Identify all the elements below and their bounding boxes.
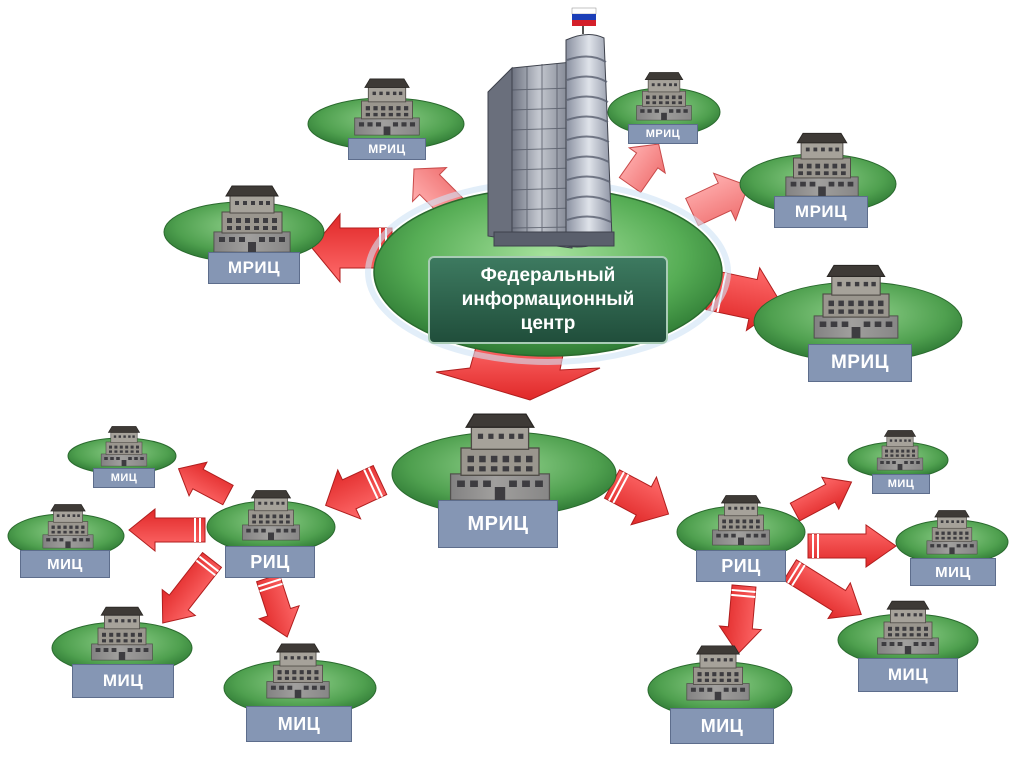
- building-icon: [242, 490, 300, 541]
- arrow-ric-right-to-mic-top: [789, 476, 853, 522]
- ric-label-left: РИЦ: [225, 546, 315, 578]
- arrow-ric-right-to-mic-bottom-right: [782, 559, 862, 620]
- arrow-ric-right-to-mic-bottom: [718, 584, 763, 655]
- mic-label-1: МИЦ: [93, 468, 155, 488]
- federal-center-line-2: информационный: [461, 289, 635, 310]
- mic-label-7: МИЦ: [858, 658, 958, 692]
- building-icon: [686, 645, 750, 701]
- mric-label-right: МРИЦ: [774, 196, 868, 228]
- mic-label-6: МИЦ: [910, 558, 996, 586]
- building-icon: [449, 413, 551, 501]
- mric-label-left: МРИЦ: [208, 252, 300, 284]
- arrow-mric-to-ric-left: [324, 464, 388, 520]
- arrows: [128, 143, 897, 655]
- mic-label-2: МИЦ: [20, 550, 110, 578]
- mric-label-upper-right: МРИЦ: [628, 124, 698, 144]
- arrow-ric-right-to-mic-right: [807, 524, 897, 568]
- building-icon: [42, 504, 94, 549]
- mic-label-5: МИЦ: [872, 474, 930, 494]
- building-icon: [877, 600, 939, 655]
- mic-label-3: МИЦ: [72, 664, 174, 698]
- arrow-ric-left-to-mic-bottom-left: [161, 551, 223, 624]
- building-icon: [876, 430, 924, 471]
- building-icon: [926, 510, 978, 555]
- federal-center-tower-icon: [487, 7, 615, 249]
- ric-label-right: РИЦ: [696, 550, 786, 582]
- building-icon: [100, 426, 148, 467]
- mric-label-center: МРИЦ: [438, 500, 558, 548]
- mric-label-lower-right: МРИЦ: [808, 344, 912, 382]
- building-icon: [266, 643, 330, 699]
- mric-label-upper-left: МРИЦ: [348, 138, 426, 160]
- arrow-mric-to-ric-right: [603, 469, 670, 526]
- building-icon: [785, 132, 859, 197]
- building-icon: [91, 606, 153, 661]
- federal-center-line-3: центр: [520, 313, 576, 334]
- building-icon: [712, 495, 770, 546]
- mic-label-8: МИЦ: [670, 708, 774, 744]
- building-icon: [813, 264, 899, 339]
- russian-flag-icon: [571, 7, 597, 26]
- arrow-to-mric-upper-right: [618, 143, 667, 194]
- building-icon: [213, 185, 291, 253]
- arrow-ric-left-to-mic-bottom: [255, 573, 300, 638]
- mic-label-4: МИЦ: [246, 706, 352, 742]
- federal-center-line-1: Федеральный: [480, 265, 616, 286]
- federal-center-label: Федеральный информационный центр: [428, 256, 668, 344]
- arrow-ric-left-to-mic-left: [128, 507, 206, 553]
- arrow-ric-left-to-mic-top: [177, 461, 234, 506]
- building-icon: [354, 78, 420, 136]
- building-icon: [636, 72, 692, 121]
